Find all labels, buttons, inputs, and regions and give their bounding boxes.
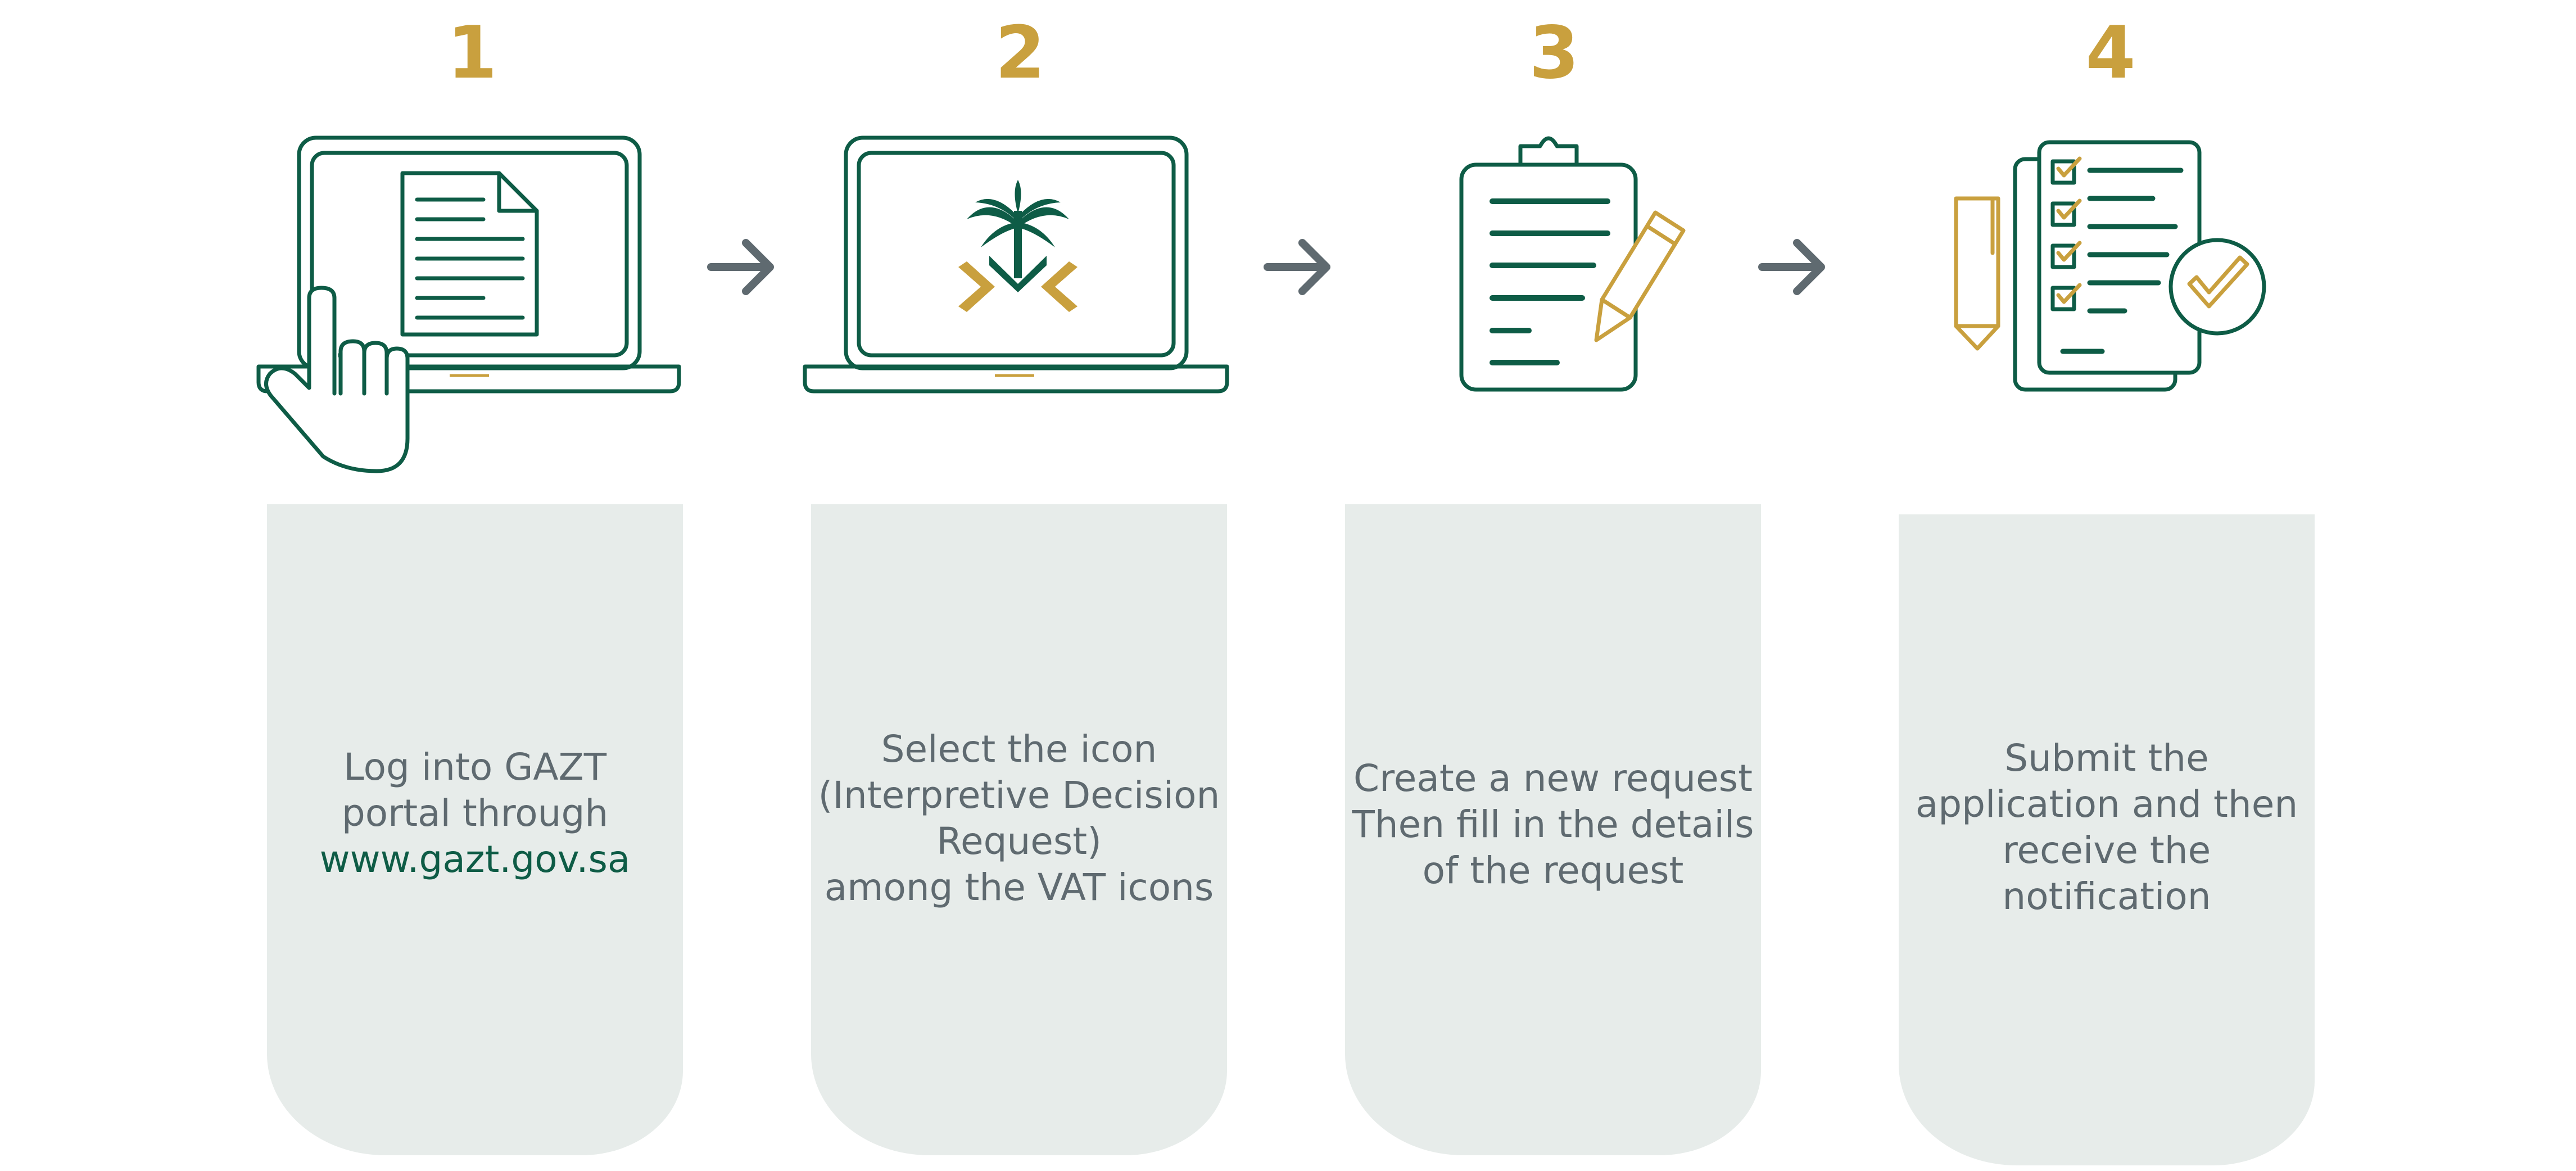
step-4-card: Submit the application and then receive …	[1899, 514, 2315, 1165]
step-3-number: 3	[1529, 11, 1579, 95]
step-4-line: Submit the	[2004, 736, 2209, 780]
arrow-right-icon	[707, 239, 774, 295]
gazt-website-link[interactable]: www.gazt.gov.sa	[319, 838, 631, 881]
step-3-line: of the request	[1422, 849, 1684, 892]
step-2-card: Select the icon (Interpretive Decision R…	[811, 504, 1227, 1155]
step-1-card: Log into GAZT portal through www.gazt.go…	[267, 504, 683, 1155]
arrow-right-icon	[1264, 239, 1330, 295]
step-2-number: 2	[995, 11, 1045, 95]
step-2-line: among the VAT icons	[824, 866, 1214, 909]
laptop-emblem-icon	[803, 135, 1229, 394]
clipboard-pencil-icon	[1459, 136, 1686, 392]
step-1-number: 1	[447, 11, 497, 95]
step-2-line: (Interpretive Decision	[818, 774, 1220, 817]
step-1-line: Log into GAZT	[343, 745, 607, 789]
step-2-line: Select the icon	[881, 727, 1157, 771]
step-3-description: Create a new request Then fill in the de…	[1345, 756, 1761, 894]
step-3-line: Then fill in the details	[1352, 803, 1754, 846]
step-1-description: Log into GAZT portal through www.gazt.go…	[267, 744, 683, 883]
step-2-line: Request)	[936, 820, 1102, 863]
step-1-line: portal through	[341, 792, 609, 835]
step-3-card: Create a new request Then fill in the de…	[1345, 504, 1761, 1155]
arrow-right-icon	[1758, 239, 1825, 295]
step-4-number: 4	[2085, 11, 2136, 95]
step-4-line: receive the	[2002, 829, 2211, 872]
step-3-line: Create a new request	[1353, 757, 1753, 800]
step-4-line: application and then	[1915, 783, 2298, 826]
step-2-description: Select the icon (Interpretive Decision R…	[811, 726, 1227, 911]
checklist-approval-icon	[1954, 140, 2266, 392]
step-4-line: notification	[2002, 875, 2211, 918]
step-4-description: Submit the application and then receive …	[1899, 735, 2315, 920]
laptop-document-hand-icon	[256, 135, 681, 473]
